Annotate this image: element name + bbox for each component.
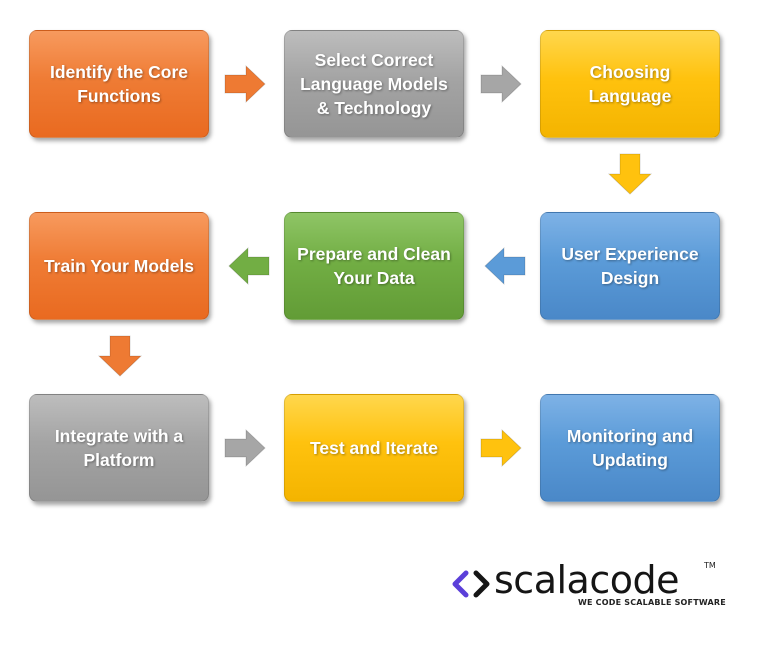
arrow-down-icon [608,153,652,195]
step-select-language-models: Select Correct Language Models & Technol… [284,30,464,138]
step-monitoring-updating: Monitoring and Updating [540,394,720,502]
step-user-experience-design: User Experience Design [540,212,720,320]
step-label: Integrate with a Platform [54,426,184,470]
arrow-right-icon [480,428,522,468]
step-label: User Experience Design [561,244,699,288]
step-label: Train Your Models [43,256,195,276]
arrow-down-icon [98,335,142,377]
step-identify-core-functions: Identify the Core Functions [29,30,209,138]
step-label: Choosing Language [588,62,672,106]
arrow-left-icon [484,246,526,286]
arrow-left-icon [228,246,270,286]
arrow-right-icon [480,64,522,104]
code-brackets-icon [452,570,490,598]
arrow-right-icon [224,64,266,104]
logo-tagline: WE CODE SCALABLE SOFTWARE [578,598,726,607]
step-label: Test and Iterate [309,438,439,458]
step-label: Monitoring and Updating [566,426,694,470]
scalacode-logo: scalacode TM WE CODE SCALABLE SOFTWARE [452,558,726,618]
step-integrate-platform: Integrate with a Platform [29,394,209,502]
step-train-models: Train Your Models [29,212,209,320]
step-label: Prepare and Clean Your Data [297,244,451,288]
arrow-right-icon [224,428,266,468]
step-label: Select Correct Language Models & Technol… [300,50,448,118]
step-test-iterate: Test and Iterate [284,394,464,502]
logo-wordmark: scalacode [494,558,679,602]
step-prepare-clean-data: Prepare and Clean Your Data [284,212,464,320]
step-choosing-language: Choosing Language [540,30,720,138]
trademark-symbol: TM [704,561,716,570]
step-label: Identify the Core Functions [49,62,189,106]
